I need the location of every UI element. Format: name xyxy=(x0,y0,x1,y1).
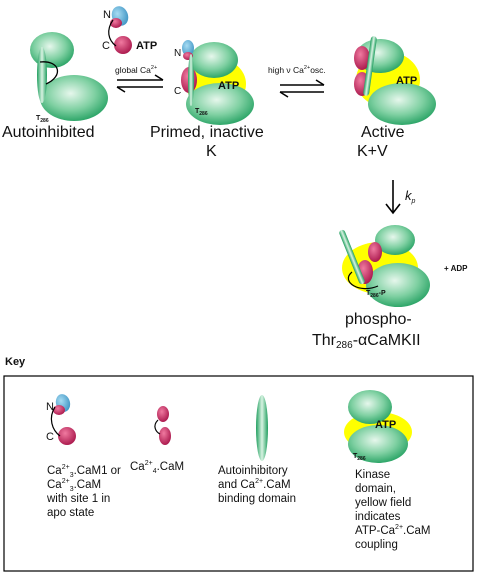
autoinhibited-kinase: T286 xyxy=(30,32,108,124)
cam-lobe-3 xyxy=(114,36,132,54)
cam-lobe-1 xyxy=(182,40,194,56)
phospho-label: phospho- xyxy=(345,311,412,328)
phospho-t286-label: T286-P xyxy=(366,290,386,299)
atp-label: ATP xyxy=(218,80,239,92)
key-text-ca3-cam: Ca2+3.CaM1 or Ca2+3.CaM with site 1 in a… xyxy=(46,464,124,519)
kp-arrow xyxy=(385,180,401,215)
c-label: C xyxy=(174,86,181,97)
autoinhibitory-domain xyxy=(37,47,47,103)
active-sublabel: K+V xyxy=(357,143,388,160)
atp-label: ATP xyxy=(396,75,417,87)
global-ca-label: global Ca2+ xyxy=(115,65,157,75)
phospho-sublabel: Thr286-αCaMKII xyxy=(312,332,421,351)
key-text-autoinhibitory: Autoinhibitory and Ca2+.CaM binding doma… xyxy=(218,465,296,505)
key-text-kinase: Kinase domain, yellow field indicates AT… xyxy=(355,469,434,551)
svg-text:N: N xyxy=(46,401,54,413)
cam-lobe-3 xyxy=(354,46,370,70)
equilibrium-arrows-2 xyxy=(279,79,325,98)
atp-free-label: ATP xyxy=(136,40,157,52)
c-terminus-label: C xyxy=(102,40,110,52)
active-label: Active xyxy=(361,124,405,141)
key-title: Key xyxy=(5,356,26,368)
n-terminus-label: N xyxy=(103,9,111,21)
autoinhibitory-domain xyxy=(339,229,365,285)
key-icon-kinase: ATP T286 xyxy=(344,390,412,463)
t286-label: T286 xyxy=(195,108,208,117)
phospho-kinase: T286-P xyxy=(339,225,430,307)
primed-kinase: ATP N C T286 xyxy=(174,40,254,125)
autoinhibited-label: Autoinhibited xyxy=(2,124,95,141)
cam-lobe-3 xyxy=(368,242,382,262)
key-icon-ca4-cam xyxy=(154,406,171,445)
n-label: N xyxy=(174,48,181,59)
active-kinase: ATP xyxy=(354,36,436,125)
cam-linker xyxy=(108,19,117,47)
autoinhibitory-domain xyxy=(188,54,194,106)
kinase-c-lobe xyxy=(366,263,430,307)
key-icon-autoinhibitory xyxy=(256,395,268,461)
free-cam: N C xyxy=(102,6,132,54)
kinase-c-lobe xyxy=(40,75,108,121)
equilibrium-arrows-1 xyxy=(116,74,164,93)
kinase-n-lobe xyxy=(375,225,415,255)
svg-text:ATP: ATP xyxy=(375,419,396,431)
kp-label: kp xyxy=(405,188,416,205)
kinase-c-lobe xyxy=(186,83,254,125)
autoinhibitory-domain xyxy=(363,36,377,96)
adp-label: + ADP xyxy=(444,264,468,273)
kinase-n-lobe xyxy=(190,42,238,78)
svg-text:T286: T286 xyxy=(353,453,366,462)
key-text-ca4-cam: Ca2+4.CaM xyxy=(130,460,184,475)
svg-text:C: C xyxy=(46,431,54,443)
t286-label: T286 xyxy=(36,115,49,124)
linker-line xyxy=(347,271,379,290)
primed-label: Primed, inactive xyxy=(150,124,264,141)
high-freq-label: high ν Ca2+osc. xyxy=(268,65,326,75)
linker-line xyxy=(39,61,58,85)
kinase-n-lobe xyxy=(30,32,74,68)
key-box xyxy=(3,375,474,572)
primed-sublabel: K xyxy=(206,143,217,160)
kinase-c-lobe xyxy=(368,83,436,125)
key-icon-ca3-cam: N C xyxy=(46,394,76,445)
